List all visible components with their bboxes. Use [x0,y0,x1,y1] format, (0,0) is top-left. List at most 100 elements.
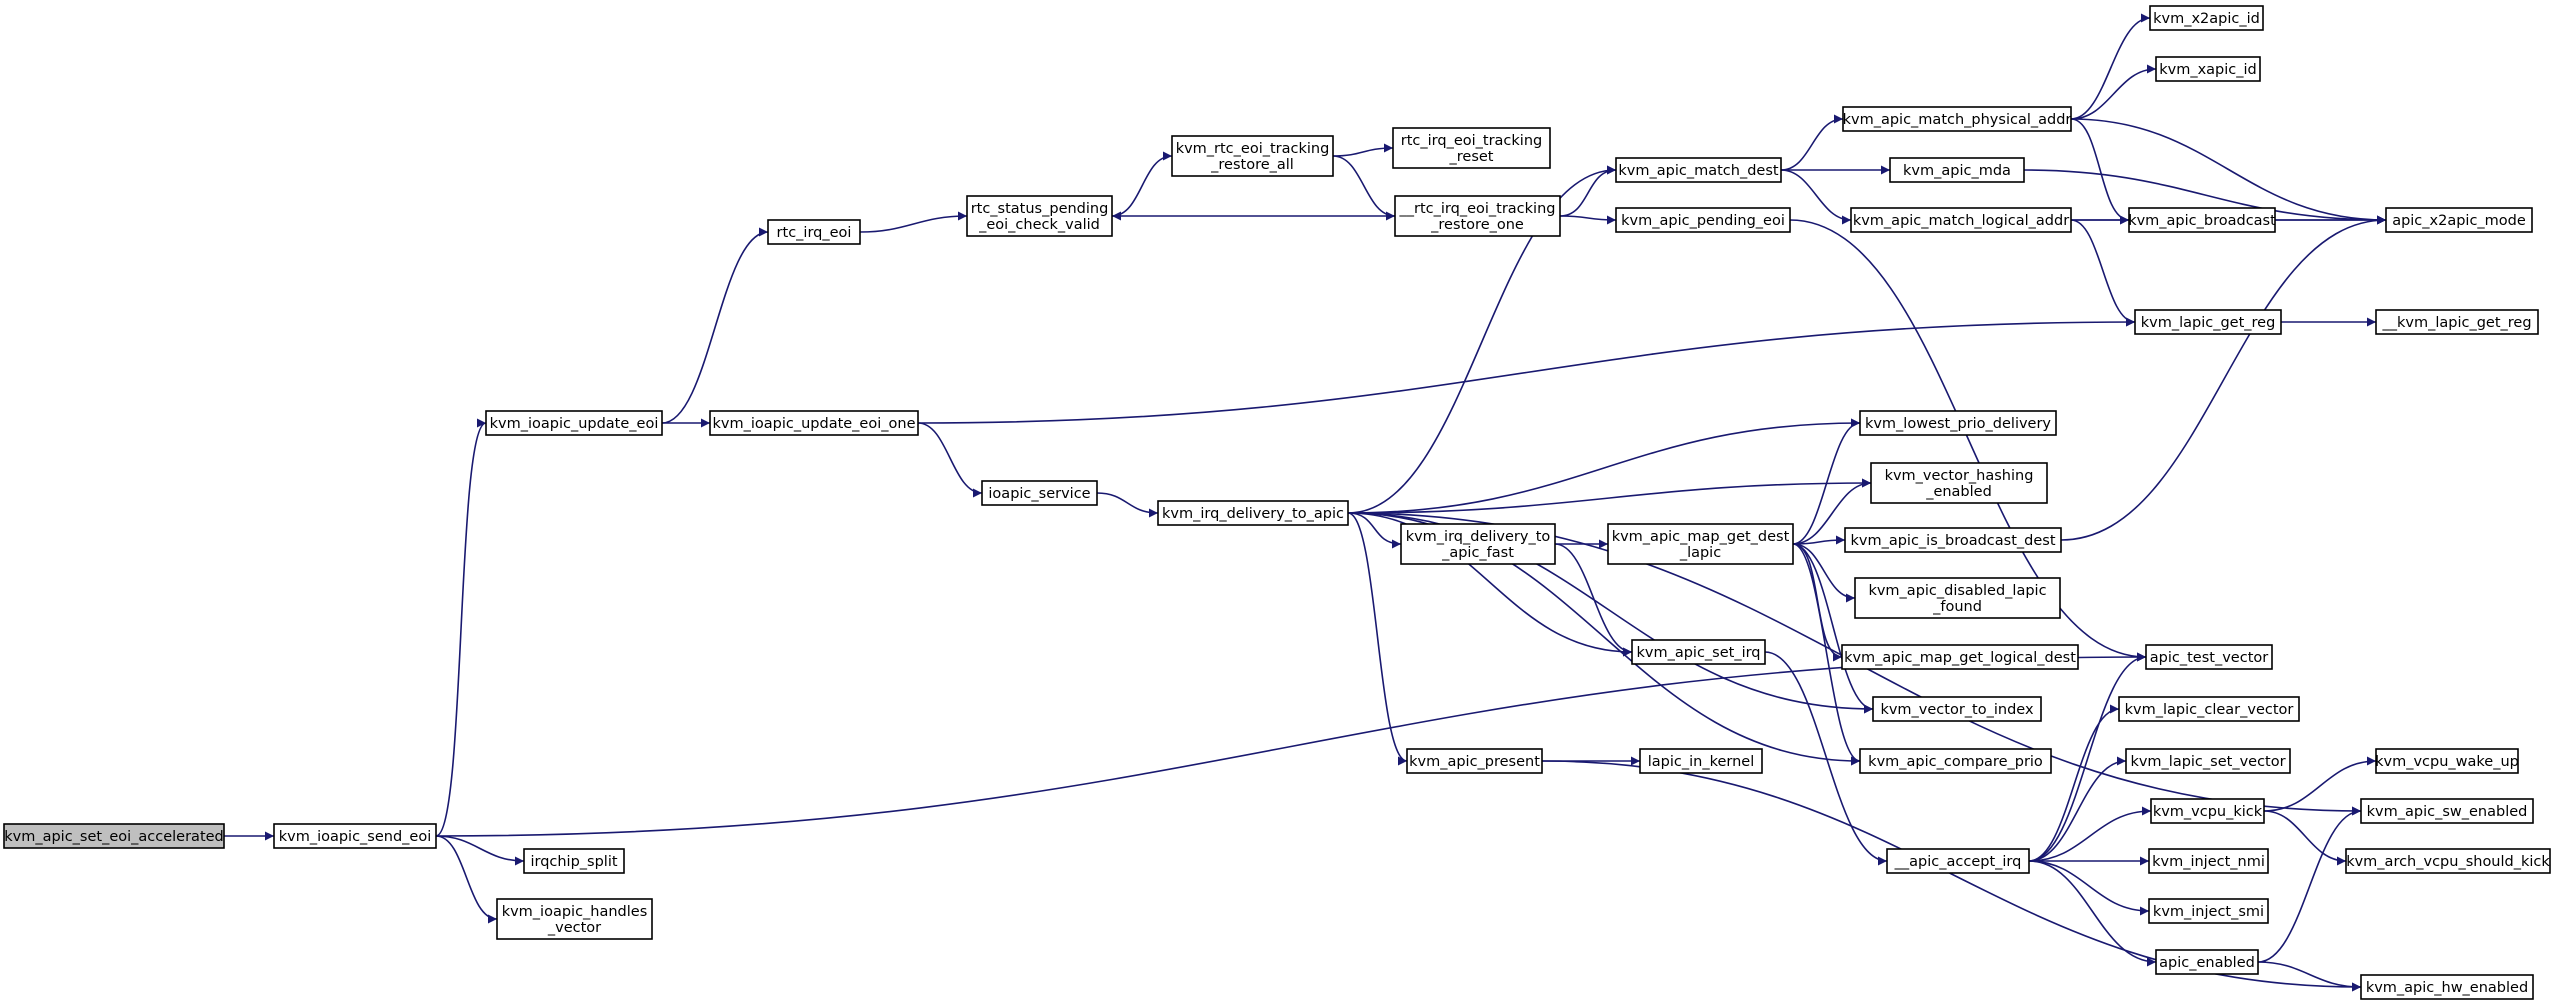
node-kvm-lowest-prio-delivery[interactable]: kvm_lowest_prio_delivery [1859,410,2057,436]
node-label: kvm_apic_present [1409,754,1540,770]
edge-kvm-ioapic-send-eoi-to-kvm-ioapic-update-eoi [435,418,487,837]
node-label: kvm_inject_smi [2153,904,2264,920]
node-kvm-apic-match-physical-addr[interactable]: kvm_apic_match_physical_addr [1842,106,2072,132]
node-label: ioapic_service [988,486,1090,502]
edge-kvm-apic-match-dest-to-kvm-apic-match-physical-addr [1780,114,1844,171]
node-label: kvm_apic_mda [1903,163,2011,179]
node-box [1870,462,2048,504]
node-kvm-apic-set-irq[interactable]: kvm_apic_set_irq [1631,639,1766,665]
node-kvm-apic-mda[interactable]: kvm_apic_mda [1889,157,2025,183]
node-label: kvm_vector_to_index [1880,702,2033,718]
node-box [767,219,861,245]
node-apic-test-vector[interactable]: apic_test_vector [2145,644,2273,670]
node-rtc-status-pending-eoi-check-valid[interactable]: rtc_status_pending_eoi_check_valid [966,195,1113,237]
node-kvm-ioapic-handles-vector[interactable]: kvm_ioapic_handles_vector [496,898,653,940]
edge-kvm-apic-match-physical-addr-to-kvm-xapic-id [2070,64,2157,120]
node-kvm-x2apic-id[interactable]: kvm_x2apic_id [2149,5,2264,31]
node-kvm-irq-delivery-to-apic[interactable]: kvm_irq_delivery_to_apic [1157,500,1349,526]
node-box [966,195,1113,237]
edge-kvm-irq-delivery-to-apic-to-kvm-vector-hashing-enabled [1347,478,1872,514]
node-label: _enabled [1925,484,1992,500]
node-kvm-apic-compare-prio[interactable]: kvm_apic_compare_prio [1859,748,2052,774]
node-box [981,480,1098,506]
node-kvm-rtc-eoi-tracking-restore-all[interactable]: kvm_rtc_eoi_tracking_restore_all [1171,135,1334,177]
node-apic-accept-irq[interactable]: __apic_accept_irq [1886,848,2030,874]
node-kvm-vcpu-kick[interactable]: kvm_vcpu_kick [2150,798,2265,824]
node-label: __apic_accept_irq [1894,854,2022,870]
function-nodes: kvm_apic_set_eoi_accelerated kvm_ioapic_s… [3,5,2551,1000]
node-kvm-apic-present[interactable]: kvm_apic_present [1406,748,1543,774]
node-ioapic-service[interactable]: ioapic_service [981,480,1098,506]
node-label: kvm_apic_compare_prio [1868,754,2043,770]
node-kvm-apic-match-logical-addr[interactable]: kvm_apic_match_logical_addr [1850,207,2072,233]
node-kvm-ioapic-update-eoi-one[interactable]: kvm_ioapic_update_eoi_one [709,410,919,436]
node-box [485,410,663,436]
node-kvm-apic-is-broadcast-dest[interactable]: kvm_apic_is_broadcast_dest [1844,527,2062,553]
edge-kvm-irq-delivery-to-apic-to-kvm-irq-delivery-to-apic-fast [1347,512,1402,549]
node-label: _restore_all [1210,157,1294,173]
edge-rtc-irq-eoi-tracking-restore-one-to-kvm-apic-pending-eoi [1559,215,1617,225]
node-box [1639,748,1763,774]
node-label: kvm_lapic_clear_vector [2125,702,2294,718]
node-box [2150,798,2265,824]
node-label: kvm_apic_hw_enabled [2366,980,2528,996]
node-kvm-ioapic-send-eoi[interactable]: kvm_ioapic_send_eoi [273,823,437,849]
node-kvm-lapic-get-reg[interactable]: kvm_lapic_get_reg [2134,309,2282,335]
node-box [1872,696,2042,722]
node-kvm-inject-smi[interactable]: kvm_inject_smi [2148,898,2269,924]
node-label: kvm_xapic_id [2159,62,2257,78]
node-kvm-irq-delivery-to-apic-fast[interactable]: kvm_irq_delivery_to_apic_fast [1400,523,1556,565]
node-label: apic_x2apic_mode [2392,213,2526,229]
edge-kvm-vcpu-kick-to-kvm-arch-vcpu-should-kick [2263,810,2347,866]
node-kvm-apic-map-get-logical-dest[interactable]: kvm_apic_map_get_logical_dest [1841,644,2079,670]
edge-kvm-irq-delivery-to-apic-to-kvm-apic-match-dest [1347,165,1617,514]
node-box [2360,974,2534,1000]
node-label: apic_test_vector [2150,650,2268,666]
node-irqchip-split[interactable]: irqchip_split [523,848,625,874]
node-box [1842,106,2072,132]
node-kvm-xapic-id[interactable]: kvm_xapic_id [2155,56,2261,82]
node-kvm-apic-match-dest[interactable]: kvm_apic_match_dest [1615,157,1782,183]
node-box [2360,798,2534,824]
node-kvm-arch-vcpu-should-kick[interactable]: kvm_arch_vcpu_should_kick [2345,848,2551,874]
edge-kvm-apic-match-physical-addr-to-kvm-x2apic-id [2070,13,2151,120]
node-box [1854,577,2061,619]
node-kvm-vcpu-wake-up[interactable]: kvm_vcpu_wake_up [2375,748,2519,774]
node-kvm-vector-hashing-enabled[interactable]: kvm_vector_hashing_enabled [1870,462,2048,504]
edge-kvm-ioapic-update-eoi-one-to-ioapic-service [917,422,983,498]
edge-ioapic-service-to-kvm-irq-delivery-to-apic [1096,492,1159,518]
node-kvm-apic-pending-eoi[interactable]: kvm_apic_pending_eoi [1615,207,1791,233]
node-apic-x2apic-mode[interactable]: apic_x2apic_mode [2385,207,2533,233]
node-label: kvm_vector_hashing [1885,468,2034,484]
node-box [1406,748,1543,774]
node-kvm-inject-nmi[interactable]: kvm_inject_nmi [2148,848,2269,874]
node-lapic-in-kernel[interactable]: lapic_in_kernel [1639,748,1763,774]
edge-kvm-apic-mda-to-apic-x2apic-mode [2023,169,2387,225]
node-kvm-vector-to-index[interactable]: kvm_vector_to_index [1872,696,2042,722]
node-kvm-lapic-set-vector[interactable]: kvm_lapic_set_vector [2125,748,2291,774]
node-kvm-lapic-get-reg[interactable]: __kvm_lapic_get_reg [2375,309,2539,335]
node-kvm-ioapic-update-eoi[interactable]: kvm_ioapic_update_eoi [485,410,663,436]
node-kvm-apic-disabled-lapic-found[interactable]: kvm_apic_disabled_lapic_found [1854,577,2061,619]
node-box [2148,898,2269,924]
node-box [2375,748,2519,774]
edge-kvm-irq-delivery-to-apic-to-kvm-apic-present [1347,512,1408,766]
node-apic-enabled[interactable]: apic_enabled [2155,949,2259,975]
node-kvm-lapic-clear-vector[interactable]: kvm_lapic_clear_vector [2118,696,2300,722]
node-rtc-irq-eoi-tracking-reset[interactable]: rtc_irq_eoi_tracking_reset [1392,127,1551,169]
edge-kvm-apic-map-get-dest-lapic-to-kvm-apic-is-broadcast-dest [1792,535,1846,545]
node-rtc-irq-eoi-tracking-restore-one[interactable]: __rtc_irq_eoi_tracking_restore_one [1394,195,1561,237]
node-label: kvm_vcpu_wake_up [2375,754,2519,770]
node-kvm-apic-map-get-dest-lapic[interactable]: kvm_apic_map_get_dest_lapic [1607,523,1794,565]
node-label: kvm_x2apic_id [2153,11,2260,27]
node-kvm-apic-broadcast[interactable]: kvm_apic_broadcast [2128,207,2276,233]
node-rtc-irq-eoi[interactable]: rtc_irq_eoi [767,219,861,245]
node-kvm-apic-sw-enabled[interactable]: kvm_apic_sw_enabled [2360,798,2534,824]
node-label: irqchip_split [530,854,617,870]
edge-kvm-irq-delivery-to-apic-to-kvm-lowest-prio-delivery [1347,418,1861,514]
call-edges [224,13,2387,992]
node-kvm-apic-set-eoi-accelerated[interactable]: kvm_apic_set_eoi_accelerated [3,823,225,849]
node-box [2155,949,2259,975]
edge-apic-accept-irq-to-kvm-vcpu-kick [2028,806,2152,862]
node-kvm-apic-hw-enabled[interactable]: kvm_apic_hw_enabled [2360,974,2534,1000]
